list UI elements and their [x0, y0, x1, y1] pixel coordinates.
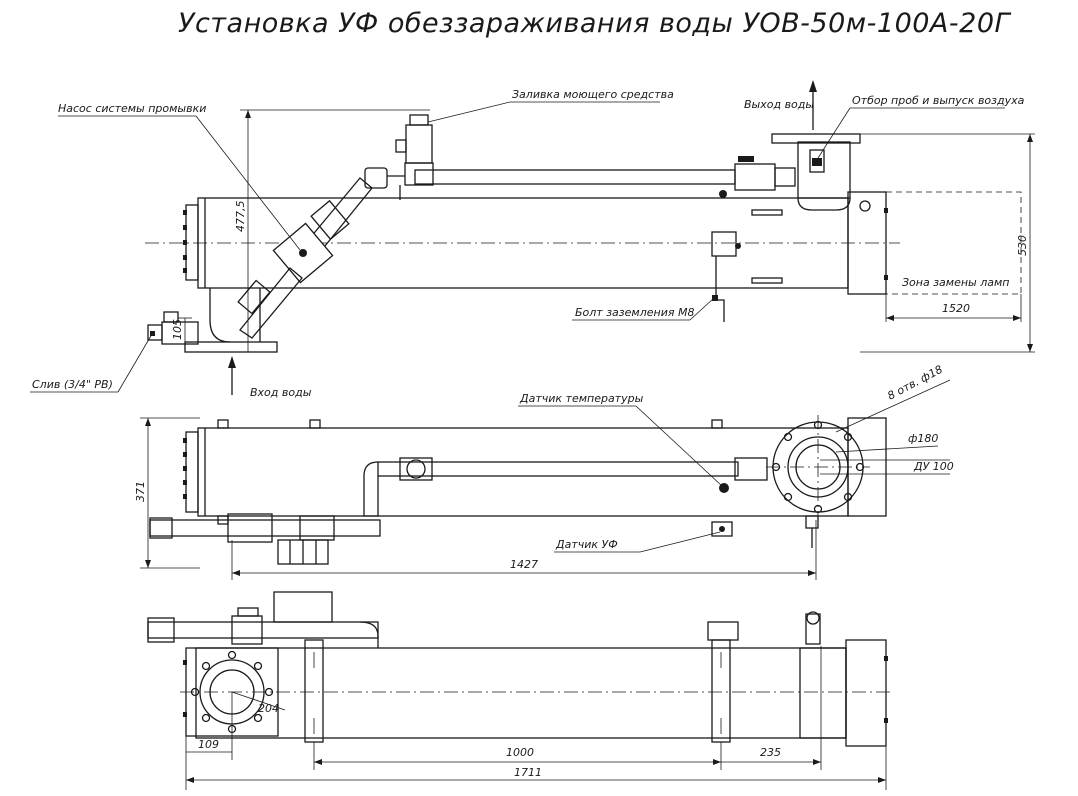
drawing-title: Установка УФ обеззараживания воды УОВ-50… — [178, 8, 1011, 39]
label-dn: ДУ 100 — [913, 460, 954, 473]
dim-235: 235 — [760, 746, 781, 759]
label-lamp-zone: Зона замены ламп — [902, 276, 1010, 289]
label-detergent: Заливка моющего средства — [512, 88, 674, 101]
front-view — [145, 80, 1035, 395]
dim-204: 204 — [258, 702, 279, 715]
dim-530: 530 — [1016, 235, 1029, 256]
front-view-annotations: Насос системы промывки Заливка моющего с… — [30, 88, 1029, 399]
dim-1427: 1427 — [510, 558, 538, 571]
dim-1000: 1000 — [506, 746, 534, 759]
bottom-view-annotations: 204 109 1000 235 1711 — [198, 702, 781, 779]
label-sampling: Отбор проб и выпуск воздуха — [852, 94, 1025, 107]
dim-109: 109 — [198, 738, 219, 751]
label-uv-sensor: Датчик УФ — [555, 538, 618, 551]
dim-4775: 477,5 — [234, 201, 247, 233]
label-water-out: Выход воды — [744, 98, 814, 111]
label-drain: Слив (3/4" РВ) — [32, 378, 113, 391]
label-pump: Насос системы промывки — [58, 102, 206, 115]
label-temp-sensor: Датчик температуры — [519, 392, 644, 405]
label-ground-bolt: Болт заземления М8 — [575, 306, 694, 319]
dim-105: 105 — [171, 319, 184, 340]
label-water-in: Вход воды — [250, 386, 312, 399]
dim-1520: 1520 — [942, 302, 970, 315]
label-holes: 8 отв. ф18 — [885, 363, 945, 403]
dim-371: 371 — [134, 481, 147, 502]
bottom-view — [147, 591, 890, 790]
top-view — [140, 415, 950, 580]
label-flange-dia: ф180 — [908, 432, 938, 445]
dim-1711: 1711 — [514, 766, 542, 779]
